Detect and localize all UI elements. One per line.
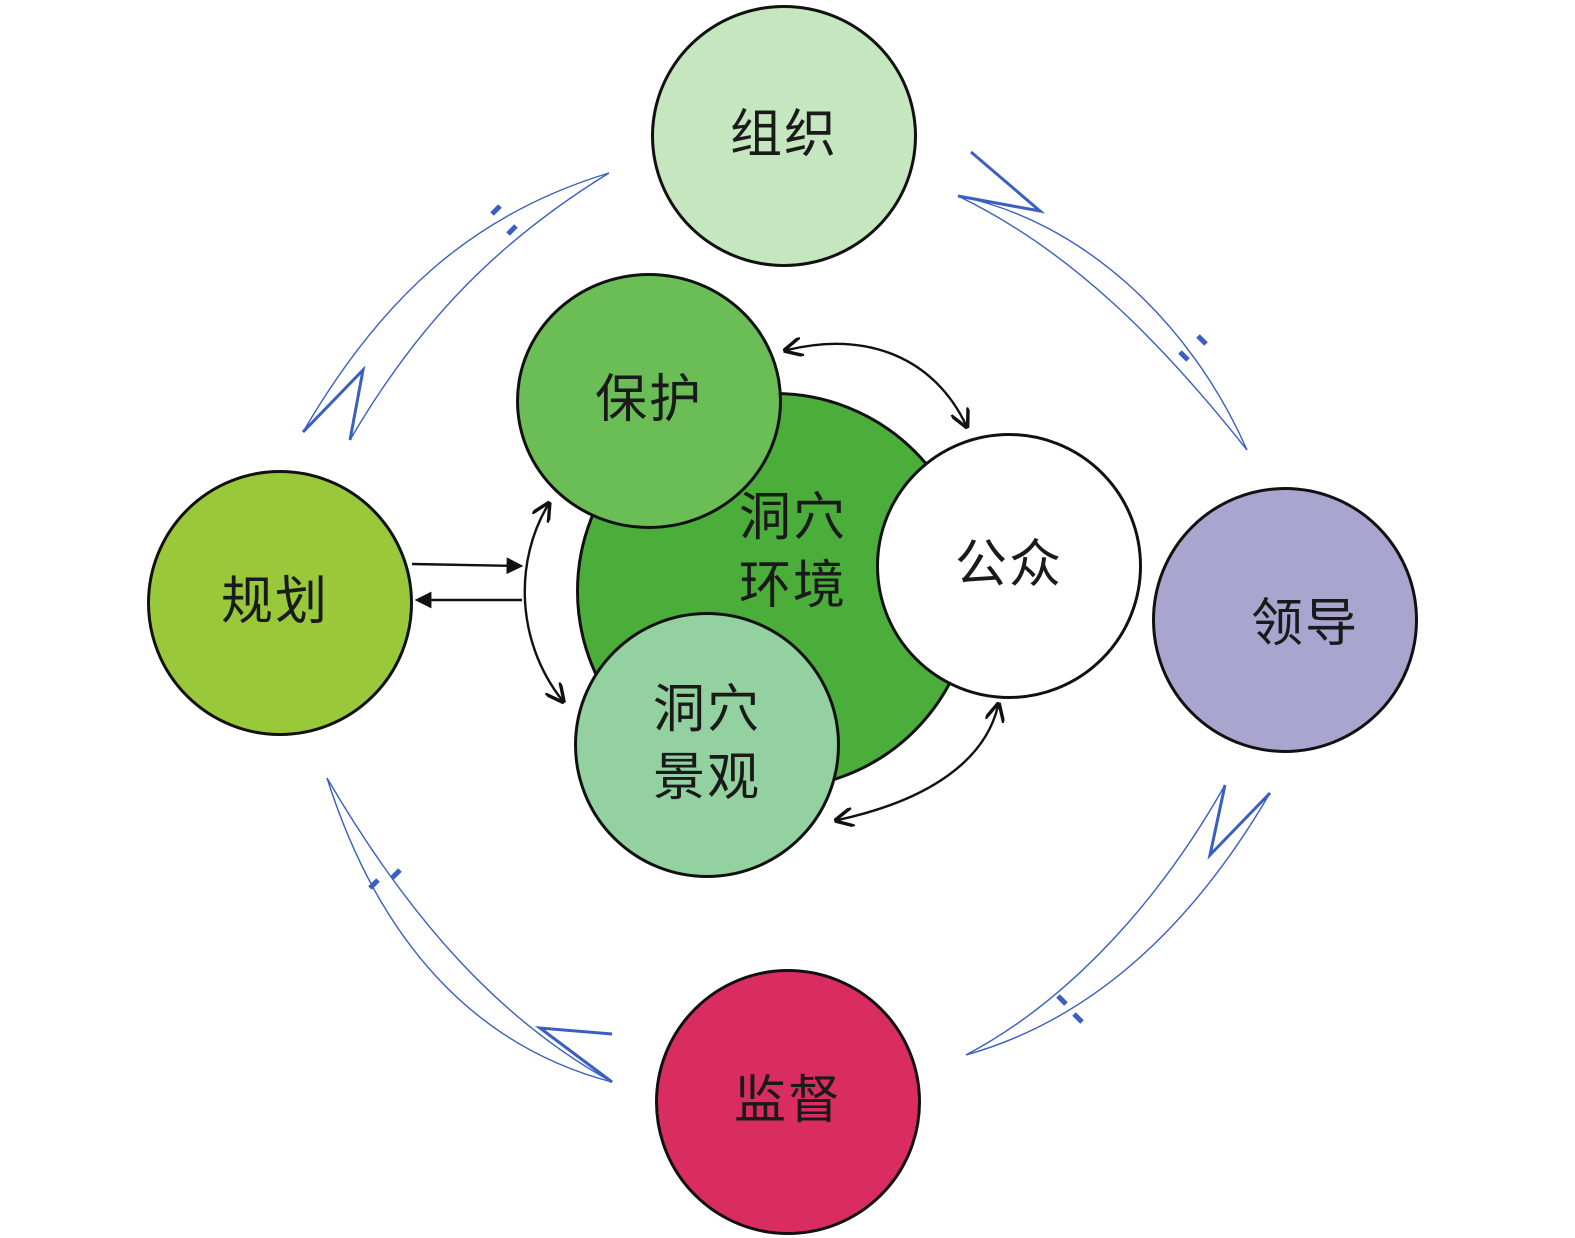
outer-arrow-leadership-to-supervision	[965, 784, 1272, 1056]
node-public: 公众	[876, 433, 1142, 699]
node-leadership: 领导	[1152, 487, 1418, 753]
node-cave-landscape: 洞穴 景观	[574, 612, 840, 878]
node-supervision: 监督	[655, 969, 921, 1235]
node-planning: 规划	[147, 470, 413, 736]
outer-arrow-planning-to-organization	[301, 172, 610, 441]
node-supervision-label: 监督	[733, 1071, 842, 1132]
node-planning-label: 规划	[220, 572, 329, 633]
arrow-protection-public	[787, 344, 966, 425]
node-cave-environment-label: 洞穴 环境	[739, 488, 848, 616]
arrow-landscape-public	[838, 706, 998, 820]
arrow-planning-core	[411, 557, 524, 609]
node-organization-label: 组织	[729, 105, 838, 166]
node-leadership-label: 领导	[1250, 594, 1359, 655]
arrow-protection-landscape	[523, 505, 562, 700]
node-public-label: 公众	[954, 535, 1063, 596]
node-cave-landscape-label: 洞穴 景观	[652, 680, 761, 808]
node-protection-label: 保护	[594, 370, 703, 431]
node-protection: 保护	[516, 273, 782, 529]
node-organization: 组织	[651, 5, 917, 267]
outer-arrow-supervision-to-planning	[326, 777, 613, 1084]
outer-arrow-organization-to-leadership	[957, 150, 1248, 451]
